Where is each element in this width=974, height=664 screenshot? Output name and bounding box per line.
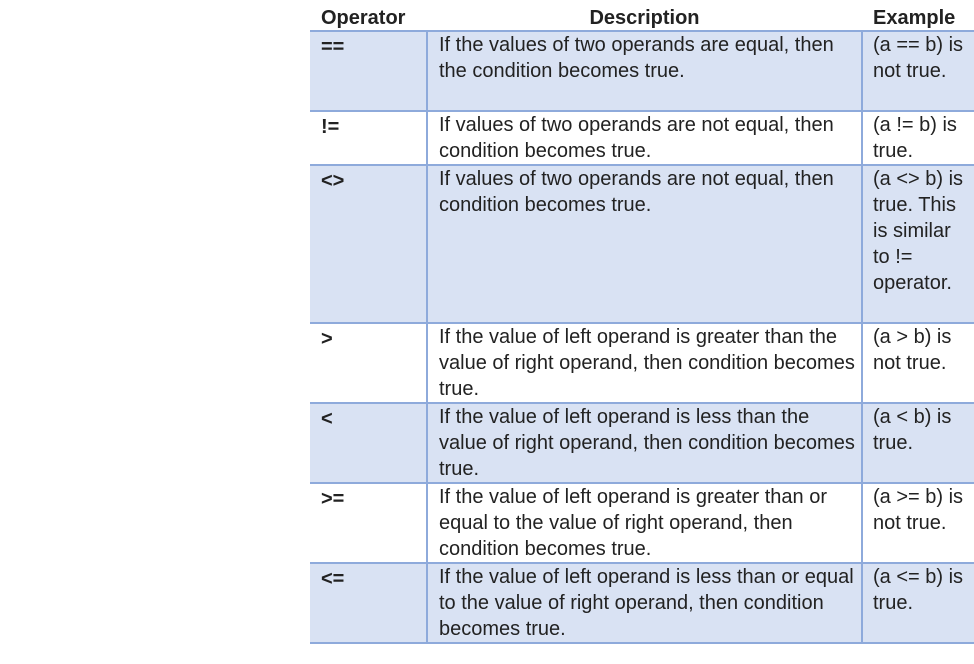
operator-cell: > <box>310 323 428 404</box>
description-cell: If the values of two operands are equal,… <box>427 31 863 112</box>
column-header-description: Description <box>427 4 862 32</box>
description-cell: If the value of left operand is less tha… <box>427 563 863 644</box>
operator-cell: == <box>310 31 428 112</box>
example-cell: (a <= b) is true. <box>862 563 974 644</box>
description-cell: If values of two operands are not equal,… <box>427 111 863 166</box>
table-row: <= If the value of left operand is less … <box>310 563 974 644</box>
table-row: <> If values of two operands are not equ… <box>310 165 974 324</box>
example-cell: (a > b) is not true. <box>862 323 974 404</box>
example-cell: (a <> b) is true. This is similar to != … <box>862 165 974 324</box>
table-row: < If the value of left operand is less t… <box>310 403 974 484</box>
description-cell: If the value of left operand is greater … <box>427 323 863 404</box>
table-row: > If the value of left operand is greate… <box>310 323 974 404</box>
operator-cell: < <box>310 403 428 484</box>
table-row: != If values of two operands are not equ… <box>310 111 974 166</box>
column-header-operator: Operator <box>310 4 427 32</box>
header-row: Operator Description Example <box>310 4 974 32</box>
column-header-example: Example <box>862 4 974 32</box>
table-row: == If the values of two operands are equ… <box>310 31 974 112</box>
operators-table: Operator Description Example == If the v… <box>310 4 974 644</box>
example-cell: (a == b) is not true. <box>862 31 974 112</box>
description-cell: If the value of left operand is less tha… <box>427 403 863 484</box>
example-cell: (a < b) is true. <box>862 403 974 484</box>
operator-cell: <= <box>310 563 428 644</box>
example-cell: (a != b) is true. <box>862 111 974 166</box>
table-row: >= If the value of left operand is great… <box>310 483 974 564</box>
operator-cell: <> <box>310 165 428 324</box>
operator-cell: != <box>310 111 428 166</box>
operator-cell: >= <box>310 483 428 564</box>
description-cell: If the value of left operand is greater … <box>427 483 863 564</box>
description-cell: If values of two operands are not equal,… <box>427 165 863 324</box>
example-cell: (a >= b) is not true. <box>862 483 974 564</box>
